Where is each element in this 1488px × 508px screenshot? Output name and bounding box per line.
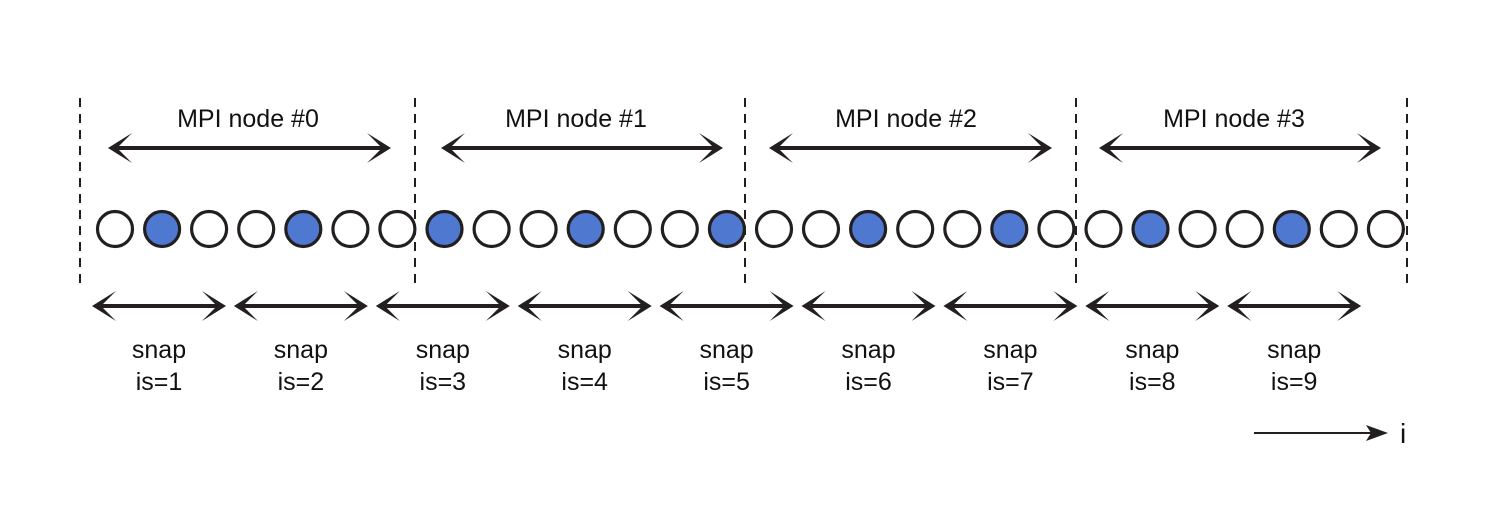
arrowhead-right bbox=[627, 291, 652, 321]
grid-point-empty bbox=[95, 209, 135, 249]
arrowhead-left bbox=[375, 291, 400, 321]
arrowhead-right bbox=[769, 291, 794, 321]
snapshot-arrow-5 bbox=[659, 291, 794, 321]
node-arrow-3 bbox=[1099, 133, 1381, 163]
arrowhead-right bbox=[1195, 291, 1220, 321]
grid-point-filled bbox=[848, 209, 888, 249]
snapshot-arrow-8 bbox=[1085, 291, 1220, 321]
grid-point-filled bbox=[284, 209, 323, 249]
arrowhead-right bbox=[367, 133, 391, 163]
snapshot-label: snap bbox=[274, 336, 328, 364]
arrowhead-left bbox=[769, 133, 793, 163]
arrowhead-right bbox=[1337, 291, 1362, 321]
arrowhead-left bbox=[517, 291, 542, 321]
arrowhead-right bbox=[699, 133, 723, 163]
grid-point-empty bbox=[1366, 209, 1406, 249]
arrowhead-left bbox=[92, 291, 116, 321]
arrowhead-left bbox=[1085, 291, 1110, 321]
snapshot-index: is=7 bbox=[987, 368, 1034, 396]
grid-point-empty bbox=[1319, 209, 1358, 249]
axis-arrow: i bbox=[1254, 418, 1406, 449]
grid-points bbox=[95, 209, 1406, 249]
node-label-2: MPI node #2 bbox=[835, 105, 977, 133]
snapshot-arrow-2 bbox=[233, 291, 368, 321]
snapshot-index: is=1 bbox=[136, 368, 183, 396]
grid-point-empty bbox=[660, 209, 699, 249]
grid-point-filled bbox=[143, 209, 182, 249]
grid-point-filled bbox=[707, 209, 747, 249]
arrowhead-right bbox=[202, 291, 226, 321]
snapshot-arrow-6 bbox=[801, 291, 936, 321]
snapshot-label: snap bbox=[983, 336, 1037, 364]
snapshot-label: snap bbox=[1267, 336, 1321, 364]
arrowhead-left bbox=[943, 291, 968, 321]
snapshot-arrow-1 bbox=[92, 291, 226, 321]
arrowhead-left bbox=[233, 291, 258, 321]
axis-label: i bbox=[1400, 418, 1406, 449]
snapshot-label: snap bbox=[841, 336, 895, 364]
grid-point-empty bbox=[237, 209, 276, 249]
grid-point-empty bbox=[190, 209, 229, 249]
arrowhead-right bbox=[1053, 291, 1078, 321]
grid-point-empty bbox=[378, 209, 417, 249]
arrowhead-left bbox=[441, 133, 465, 163]
grid-point-empty bbox=[331, 209, 370, 249]
snapshot-arrow-9 bbox=[1227, 291, 1362, 321]
node-arrow-2 bbox=[769, 133, 1052, 163]
grid-point-empty bbox=[1178, 209, 1217, 249]
snapshot-index: is=9 bbox=[1271, 368, 1318, 396]
node-arrow-1 bbox=[441, 133, 723, 163]
arrowhead-right bbox=[343, 291, 368, 321]
grid-point-empty bbox=[801, 209, 841, 249]
snapshot-label: snap bbox=[699, 336, 753, 364]
grid-point-filled bbox=[566, 209, 605, 249]
grid-point-filled bbox=[425, 209, 464, 249]
grid-point-empty bbox=[1037, 209, 1076, 249]
snapshot-index: is=8 bbox=[1129, 368, 1176, 396]
snapshot-index: is=2 bbox=[278, 368, 325, 396]
arrowhead-right bbox=[1028, 133, 1052, 163]
snapshot-label: snap bbox=[132, 336, 186, 364]
snapshot-index: is=6 bbox=[845, 368, 892, 396]
grid-point-filled bbox=[1131, 209, 1170, 249]
node-arrow-0 bbox=[108, 133, 391, 163]
node-arrows: MPI node #0 MPI node #1 MPI node #2 MPI nod… bbox=[108, 105, 1381, 163]
node-label-0: MPI node #0 bbox=[177, 105, 319, 133]
axis-arrowhead bbox=[1366, 425, 1388, 441]
snapshot-index: is=5 bbox=[703, 368, 750, 396]
arrowhead-left bbox=[1099, 133, 1123, 163]
arrowhead-right bbox=[485, 291, 510, 321]
node-label-3: MPI node #3 bbox=[1163, 105, 1305, 133]
arrowhead-left bbox=[801, 291, 826, 321]
grid-point-empty bbox=[1225, 209, 1264, 249]
snapshot-index: is=3 bbox=[420, 368, 467, 396]
snapshot-arrow-7 bbox=[943, 291, 1078, 321]
grid-point-empty bbox=[472, 209, 511, 249]
arrowhead-left bbox=[659, 291, 684, 321]
grid-point-empty bbox=[1084, 209, 1123, 249]
grid-point-empty bbox=[896, 209, 935, 249]
snapshot-arrows: snap is=1 snap is=2 snap is=3 snap is=4 snap is=5… bbox=[92, 291, 1362, 396]
grid-point-empty bbox=[613, 209, 652, 249]
snapshot-arrow-3 bbox=[375, 291, 510, 321]
snapshot-label: snap bbox=[1125, 336, 1179, 364]
arrowhead-left bbox=[1227, 291, 1252, 321]
arrowhead-right bbox=[1357, 133, 1381, 163]
snapshot-arrow-4 bbox=[517, 291, 652, 321]
grid-point-filled bbox=[990, 209, 1029, 249]
arrowhead-left bbox=[108, 133, 132, 163]
snapshot-index: is=4 bbox=[561, 368, 608, 396]
grid-point-empty bbox=[943, 209, 982, 249]
grid-point-empty bbox=[519, 209, 558, 249]
node-label-1: MPI node #1 bbox=[505, 105, 647, 133]
arrowhead-right bbox=[911, 291, 936, 321]
snapshot-label: snap bbox=[558, 336, 612, 364]
snapshot-label: snap bbox=[416, 336, 470, 364]
grid-point-filled bbox=[1272, 209, 1311, 249]
grid-point-empty bbox=[754, 209, 794, 249]
